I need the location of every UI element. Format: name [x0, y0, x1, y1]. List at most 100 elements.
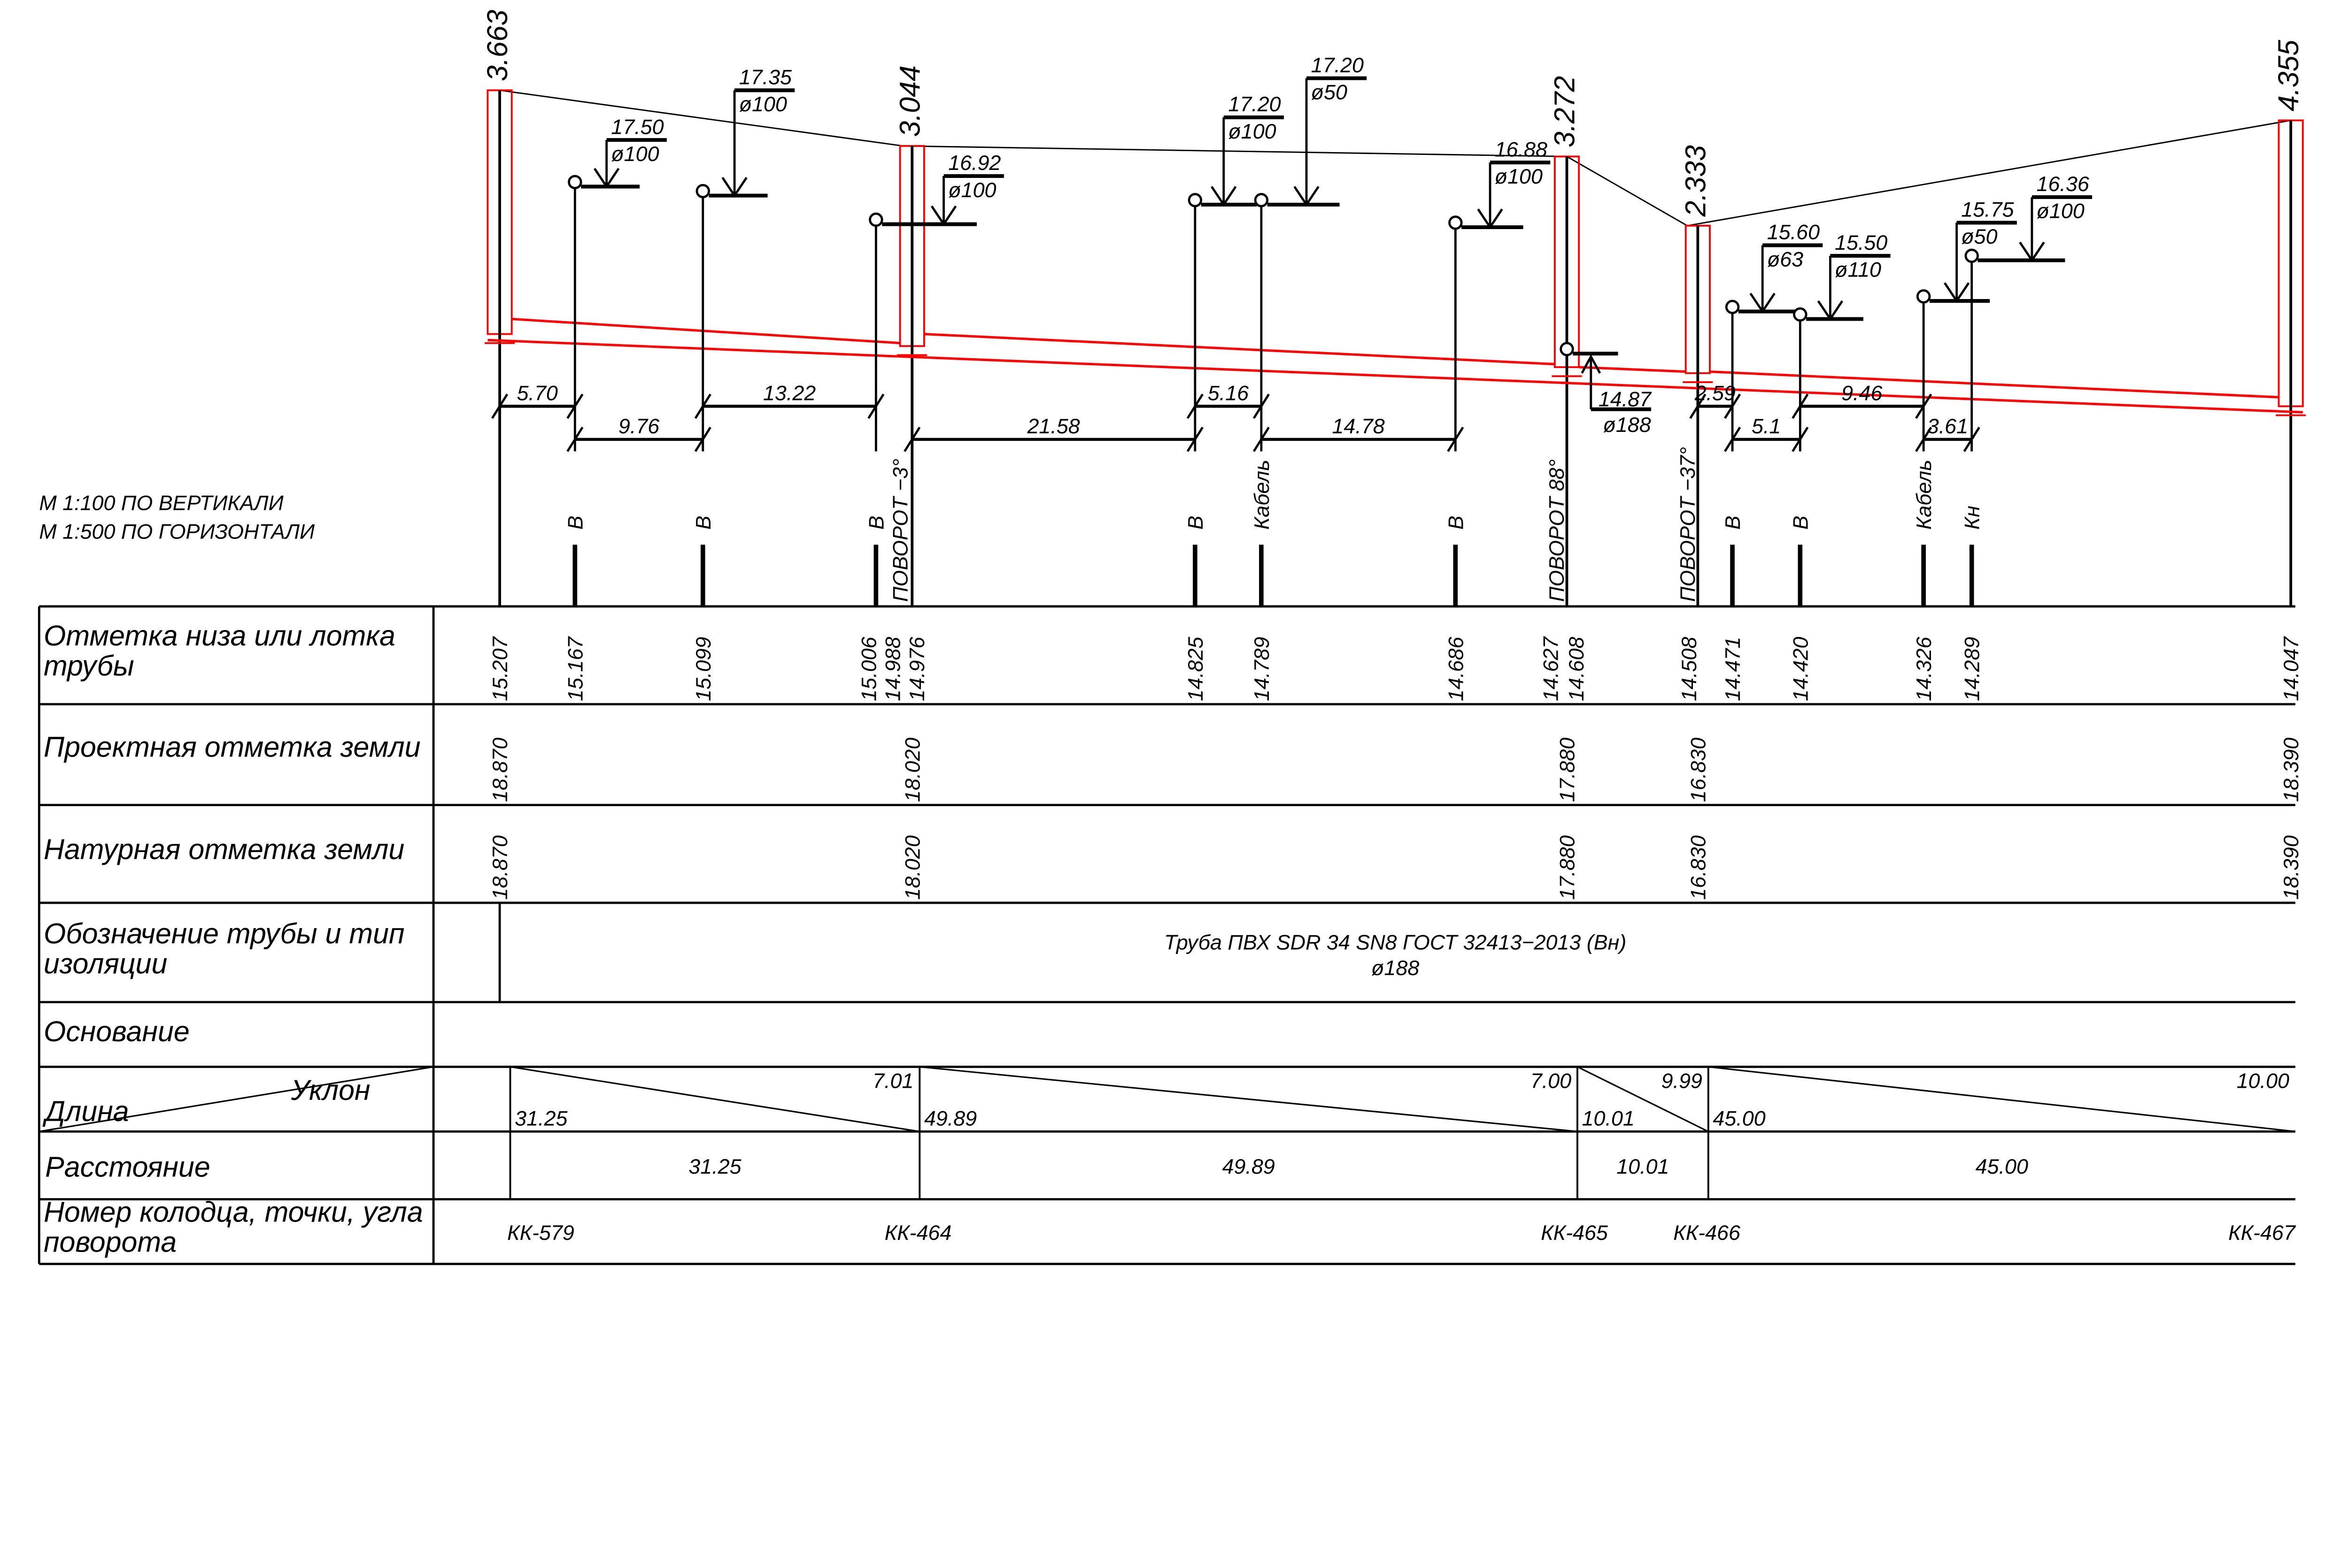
slope-value: 10.00 — [2237, 1068, 2289, 1092]
well-depth-label: 3.663 — [481, 10, 513, 81]
invert-elevation-value: 14.988 — [881, 637, 905, 701]
utility-type-label: В — [691, 515, 715, 530]
utility-diameter-label: ø50 — [1961, 224, 1997, 248]
well-depth-label: 4.355 — [2272, 40, 2304, 111]
length-value: 31.25 — [515, 1106, 568, 1130]
row-label-pipe-box: Обозначение трубы и тип изоляции — [43, 921, 405, 981]
utility-elevation-label: 15.75 — [1961, 198, 2014, 222]
utility-elevation-label: 15.50 — [1835, 231, 1887, 254]
pipe-top-line — [1709, 370, 2279, 399]
row-label-distance: Расстояние — [45, 1151, 210, 1183]
dimension-value: 9.46 — [1841, 381, 1882, 405]
utility-pipe-circle — [1448, 215, 1463, 230]
dimension-value: 9.76 — [618, 414, 659, 438]
slope-diagonal — [1708, 1066, 2295, 1132]
dimension-value: 5.16 — [1208, 381, 1249, 405]
length-value: 10.01 — [1582, 1106, 1635, 1130]
utility-elevation-label: 15.60 — [1767, 220, 1820, 244]
utility-pipe-circle — [695, 184, 711, 199]
dimension-tick — [1724, 393, 1741, 419]
invert-elevation-value: 15.006 — [857, 637, 880, 701]
dimension-tick — [1252, 393, 1270, 419]
utility-type-label: Кабель — [1912, 460, 1936, 530]
invert-elevation-value: 14.627 — [1538, 636, 1562, 701]
utility-pipe-circle — [1188, 193, 1203, 208]
utility-type-label: В — [1788, 515, 1812, 530]
dimension-value: 2.59 — [1694, 381, 1736, 405]
row-label-base: Основание — [43, 1018, 190, 1049]
invert-elevation-value: 15.099 — [691, 637, 715, 701]
pipe-top-line — [511, 317, 900, 345]
dimension-tick — [1447, 426, 1464, 452]
utility-elevation-label: 14.87 — [1599, 387, 1652, 411]
slope-value: 7.01 — [873, 1068, 913, 1092]
pipe-diameter: ø188 — [1371, 956, 1419, 980]
scale-note-horizontal: М 1:500 ПО ГОРИЗОНТАЛИ — [39, 519, 315, 543]
dimension-tick — [694, 393, 711, 419]
utility-elevation-label: 16.92 — [948, 151, 1001, 175]
arrow-down-icon — [721, 177, 748, 198]
utility-diameter-label: ø100 — [948, 178, 996, 202]
well-number: КК-579 — [507, 1221, 574, 1245]
slope-diagonal — [510, 1066, 920, 1132]
row-label-well-number-box: Номер колодца, точки, угла поворота — [44, 1199, 423, 1259]
dimension-tick — [1186, 393, 1204, 419]
arrow-down-icon — [594, 168, 620, 189]
row-label-pipe: Обозначение трубы и тип изоляции — [43, 921, 405, 981]
utility-diameter-label: ø50 — [1311, 80, 1347, 104]
length-value: 45.00 — [1713, 1106, 1765, 1130]
pipe-bottom-line — [487, 338, 2303, 414]
dimension-tick — [1963, 426, 1980, 452]
dimension-tick — [1792, 426, 1809, 452]
utility-type-label: Кабель — [1250, 460, 1274, 530]
invert-elevation-value: 14.326 — [1912, 637, 1936, 701]
utility-diameter-label: ø100 — [1228, 119, 1276, 143]
natural-ground-value: 16.830 — [1686, 835, 1710, 899]
invert-elevation-value: 15.207 — [488, 636, 512, 701]
utility-pipe-circle — [1793, 307, 1807, 322]
slope-value: 7.00 — [1530, 1068, 1571, 1092]
dimension-tick — [566, 393, 584, 419]
utility-elevation-label: 17.50 — [611, 115, 664, 138]
invert-elevation-value: 14.825 — [1183, 636, 1207, 701]
row-label-length: Длина — [42, 1095, 129, 1127]
utility-elevation-label: 17.20 — [1311, 53, 1364, 77]
dimension-tick — [566, 426, 584, 452]
dimension-tick — [491, 393, 509, 419]
turn-angle-label: ПОВОРОТ −3° — [888, 459, 912, 602]
design-ground-value: 18.020 — [900, 738, 924, 802]
well-number: КК-466 — [1673, 1221, 1740, 1245]
dimension-tick — [694, 426, 711, 452]
invert-elevation-value: 14.420 — [1788, 637, 1812, 701]
arrow-down-icon — [1477, 208, 1503, 230]
utility-diameter-label: ø188 — [1603, 413, 1651, 437]
utility-pipe-circle — [1916, 289, 1931, 304]
utility-diameter-label: ø100 — [739, 92, 787, 116]
distance-value: 49.89 — [1222, 1154, 1275, 1178]
utility-type-label: В — [563, 515, 587, 530]
invert-elevation-value: 15.167 — [563, 636, 587, 701]
row-label-natural-ground-box: Натурная отметка земли — [44, 837, 404, 866]
utility-type-label: Кн — [1960, 506, 1984, 530]
well-number: КК-467 — [2228, 1221, 2296, 1245]
dimension-value: 21.58 — [1027, 414, 1080, 438]
arrow-down-icon — [1817, 300, 1844, 321]
natural-ground-value: 18.870 — [488, 835, 512, 899]
dimension-value: 5.70 — [517, 381, 558, 405]
arrow-down-icon — [1293, 186, 1320, 207]
pipe-designation: Труба ПВХ SDR 34 SN8 ГОСТ 32413−2013 (Вн… — [1164, 930, 1626, 954]
row-label-design-ground-box: Проектная отметка земли — [44, 734, 421, 763]
natural-ground-value: 18.020 — [900, 835, 924, 899]
arrow-down-icon — [930, 205, 957, 226]
slope-value: 9.99 — [1661, 1068, 1702, 1092]
well-depth-label: 3.272 — [1549, 76, 1581, 147]
dimension-tick — [1792, 393, 1809, 419]
well-depth-label: 3.044 — [894, 65, 926, 137]
slope-diagonal — [919, 1066, 1578, 1132]
dimension-tick — [1252, 426, 1270, 452]
utility-elevation-label: 16.88 — [1495, 137, 1547, 161]
utility-pipe-circle — [1725, 300, 1740, 315]
row-label-invert-box: Отметка низа или лотка трубы — [44, 623, 395, 683]
